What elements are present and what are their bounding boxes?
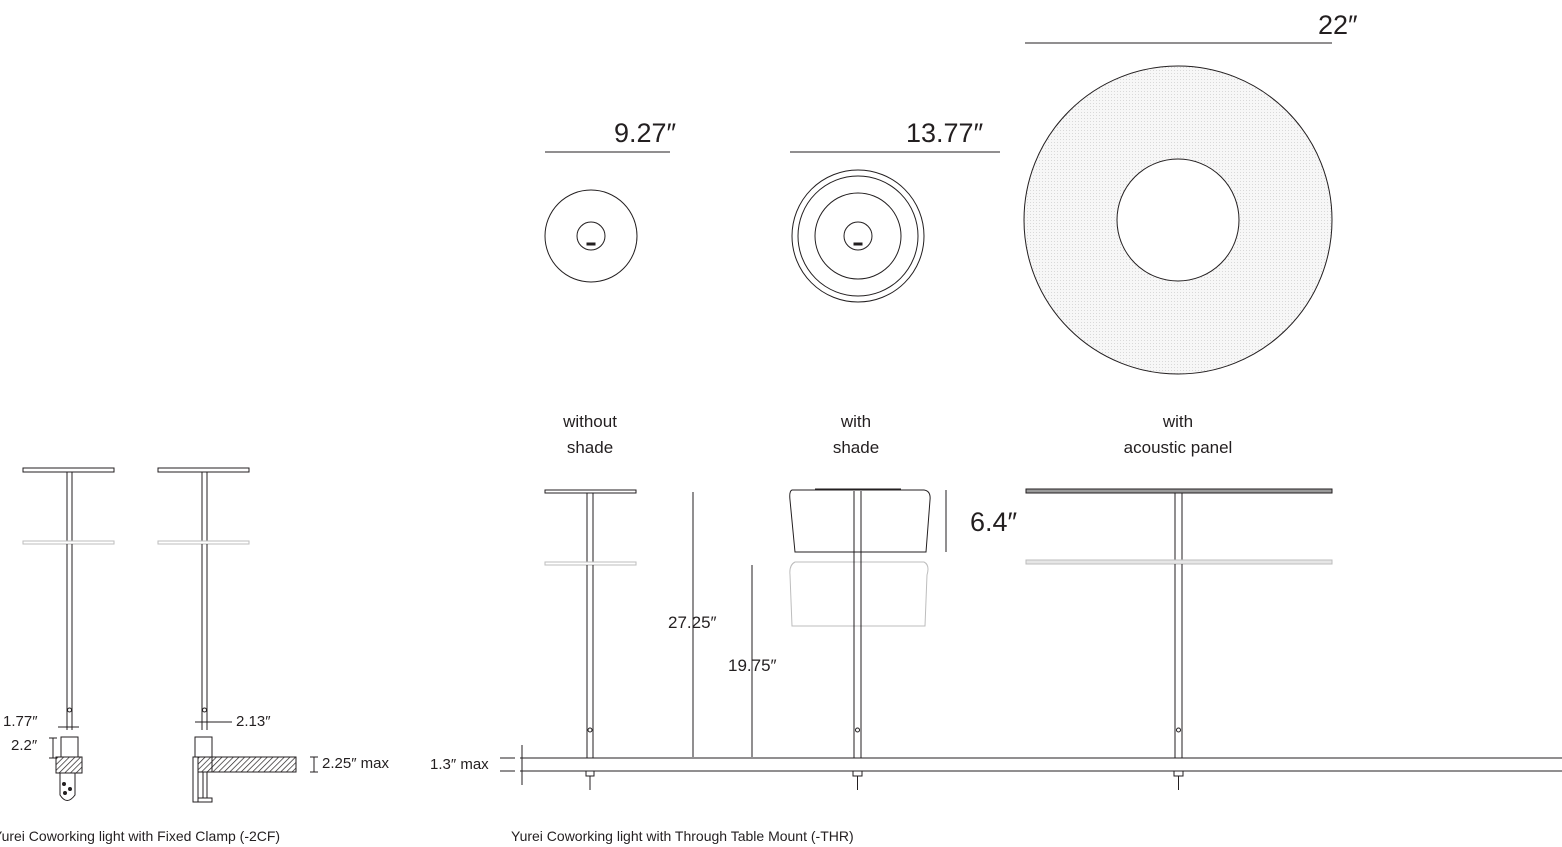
dim-label-with-panel: 22″ xyxy=(1318,10,1358,40)
table-surface xyxy=(500,745,1562,785)
side-view-without-shade xyxy=(544,489,637,790)
variant-label-with-panel-2: acoustic panel xyxy=(1123,438,1233,457)
dim-label-with-shade: 13.77″ xyxy=(906,118,984,148)
dim-label-clamp-table-max: 2.25″ max xyxy=(322,755,390,772)
variant-label-with-shade-2: shade xyxy=(832,438,880,457)
dim-label-table-max: 1.3″ max xyxy=(430,756,489,773)
top-view-without-shade xyxy=(544,189,638,283)
dim-label-clamp-width-b: 2.13″ xyxy=(236,713,271,730)
clamp-lamp-2 xyxy=(157,467,297,803)
dim-label-clamp-width-a: 1.77″ xyxy=(3,713,38,730)
variant-label-without-shade-1: without xyxy=(563,412,617,431)
side-view-with-panel xyxy=(1025,488,1333,790)
dim-label-height-min: 19.75″ xyxy=(728,656,777,675)
clamp-lamp-1 xyxy=(22,467,115,801)
dim-label-clamp-height: 2.2″ xyxy=(11,737,38,754)
dim-label-shade-height: 6.4″ xyxy=(970,507,1018,537)
variant-label-with-shade-1: with xyxy=(840,412,872,431)
caption-fixed-clamp: Yurei Coworking light with Fixed Clamp (… xyxy=(0,828,281,844)
dim-label-height-max: 27.25″ xyxy=(668,613,717,632)
variant-label-with-panel-1: with xyxy=(1162,412,1194,431)
dim-label-without-shade: 9.27″ xyxy=(614,118,677,148)
top-view-with-panel xyxy=(1023,65,1333,375)
side-view-with-shade xyxy=(789,488,931,790)
variant-label-without-shade-2: shade xyxy=(566,438,614,457)
caption-through-table: Yurei Coworking light with Through Table… xyxy=(511,828,854,844)
top-view-with-shade xyxy=(791,169,925,303)
